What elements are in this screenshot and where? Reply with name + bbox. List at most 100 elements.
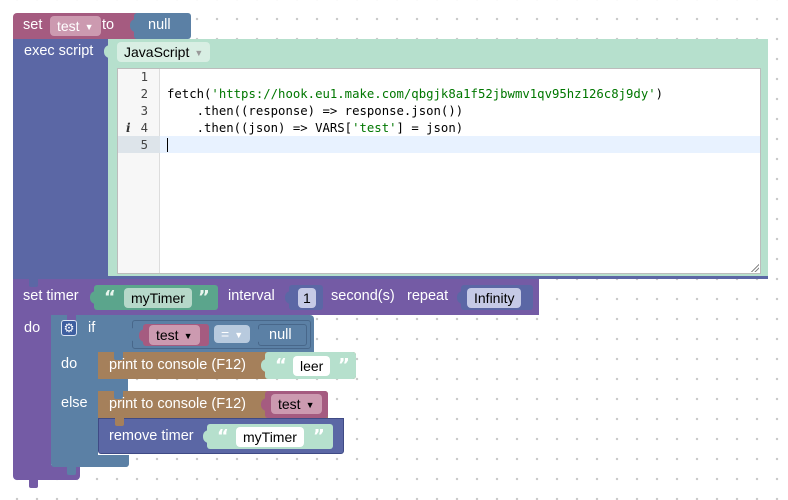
set-timer-label: set timer bbox=[23, 288, 79, 304]
interval-number-block[interactable]: 1 bbox=[285, 285, 323, 310]
code-text: .then((json) => VARS['test'] = json) bbox=[167, 121, 464, 135]
code-string: 'test' bbox=[352, 121, 397, 135]
language-name: JavaScript bbox=[124, 44, 190, 60]
close-quote-icon: ” bbox=[198, 287, 210, 308]
timer-name-block[interactable]: “ myTimer ” bbox=[90, 285, 218, 310]
text-field[interactable]: leer bbox=[293, 356, 331, 376]
print-label: print to console (F12) bbox=[109, 357, 247, 373]
if-block[interactable]: ⚙ if test▼ =▼ null bbox=[51, 315, 314, 352]
open-quote-icon: “ bbox=[275, 355, 287, 376]
code-row-3: 3 .then((response) => response.json()) bbox=[118, 103, 758, 120]
line-number: 5 bbox=[140, 138, 148, 152]
seconds-label: second(s) bbox=[331, 288, 395, 304]
code-token: ) bbox=[655, 87, 664, 101]
variable-dropdown-test[interactable]: test ▼ bbox=[50, 16, 101, 36]
input-connector-icon bbox=[130, 19, 136, 32]
resize-handle-icon[interactable] bbox=[750, 263, 759, 272]
null-value: null bbox=[148, 17, 171, 33]
line-number: 1 bbox=[140, 70, 148, 84]
null-value: null bbox=[269, 327, 292, 343]
variable-get-block[interactable]: test▼ bbox=[139, 324, 209, 346]
operator-dropdown[interactable]: =▼ bbox=[214, 325, 251, 343]
open-quote-icon: “ bbox=[104, 287, 116, 308]
connector-notch bbox=[115, 418, 124, 426]
dropdown-arrow-icon: ▼ bbox=[305, 400, 315, 410]
line-number-gutter bbox=[118, 69, 160, 273]
language-dropdown[interactable]: JavaScript ▼ bbox=[117, 42, 211, 62]
exec-script-block[interactable]: exec script JavaScript▼ 1 2 fetch('https… bbox=[13, 39, 768, 279]
input-connector-icon bbox=[128, 328, 134, 341]
timer-name-field[interactable]: myTimer bbox=[124, 288, 192, 308]
variable-get-block[interactable]: test ▼ bbox=[261, 391, 328, 418]
else-label: else bbox=[61, 395, 88, 411]
variable-name: test bbox=[57, 18, 80, 34]
variable-dropdown-test[interactable]: test ▼ bbox=[271, 394, 322, 414]
connector-notch bbox=[29, 279, 38, 287]
dropdown-arrow-icon: ▼ bbox=[194, 48, 204, 58]
input-connector-icon bbox=[104, 45, 110, 58]
input-connector-icon bbox=[139, 329, 145, 342]
timer-name-block[interactable]: “ myTimer ” bbox=[203, 424, 333, 449]
close-quote-icon: ” bbox=[313, 426, 325, 447]
to-label: to bbox=[102, 17, 115, 33]
print-console-block[interactable]: print to console (F12) test ▼ bbox=[98, 391, 328, 418]
connector-notch bbox=[114, 352, 123, 360]
connector-notch bbox=[114, 391, 123, 399]
repeat-field[interactable]: Infinity bbox=[467, 288, 522, 308]
code-editor[interactable]: 1 2 fetch('https://hook.eu1.make.com/qbg… bbox=[117, 68, 761, 274]
interval-field[interactable]: 1 bbox=[298, 288, 316, 308]
print-label: print to console (F12) bbox=[109, 396, 247, 412]
code-string: 'https://hook.eu1.make.com/qbgjk8a1f52jb… bbox=[211, 87, 656, 101]
active-gutter-highlight bbox=[118, 136, 160, 153]
timer-name-value: myTimer bbox=[131, 290, 185, 306]
line-number: 4 bbox=[140, 121, 148, 135]
timer-name-value: myTimer bbox=[243, 429, 297, 445]
active-line-highlight bbox=[118, 136, 760, 153]
timer-block-bottom bbox=[13, 465, 80, 488]
connector-tab bbox=[29, 480, 38, 488]
repeat-value-block[interactable]: Infinity bbox=[457, 285, 533, 310]
info-marker-icon: i bbox=[126, 121, 131, 135]
null-value-block[interactable]: null bbox=[254, 324, 307, 346]
print-console-block[interactable]: print to console (F12) “ leer ” bbox=[98, 352, 356, 379]
connector-notch bbox=[67, 315, 76, 323]
input-connector-icon bbox=[261, 359, 267, 372]
code-row-4: i 4 .then((json) => VARS['test'] = json) bbox=[118, 120, 758, 137]
repeat-label: repeat bbox=[407, 288, 449, 304]
input-connector-icon bbox=[285, 291, 291, 304]
input-connector-icon bbox=[261, 398, 267, 411]
code-text: .then((response) => response.json()) bbox=[167, 104, 464, 118]
set-label: set bbox=[23, 17, 43, 33]
text-value: leer bbox=[300, 358, 324, 374]
gear-icon[interactable]: ⚙ bbox=[61, 320, 77, 336]
connector-tab bbox=[67, 467, 76, 475]
timer-name-field[interactable]: myTimer bbox=[236, 427, 304, 447]
text-cursor bbox=[167, 138, 168, 152]
set-variable-block[interactable]: set test ▼ to null bbox=[13, 13, 191, 39]
dropdown-arrow-icon: ▼ bbox=[84, 22, 94, 32]
close-quote-icon: ” bbox=[338, 355, 350, 376]
if-block-bottom bbox=[51, 455, 129, 475]
set-timer-block[interactable]: set timer “ myTimer ” interval 1 second(… bbox=[13, 279, 539, 315]
code-row-5: 5 bbox=[118, 137, 758, 154]
script-frame: JavaScript ▼ 1 2 fetch('https://hook.eu1.… bbox=[104, 39, 768, 276]
code-token: ] = json) bbox=[396, 121, 464, 135]
timer-do-arm: do bbox=[13, 315, 51, 465]
timer-do-label: do bbox=[24, 320, 41, 336]
if-else-divider bbox=[98, 379, 128, 391]
variable-dropdown-test[interactable]: test▼ bbox=[149, 325, 200, 345]
variable-name: test bbox=[278, 396, 301, 412]
dropdown-arrow-icon: ▼ bbox=[183, 331, 193, 341]
interval-value: 1 bbox=[303, 290, 311, 306]
if-do-label: do bbox=[61, 356, 78, 372]
code-row-1: 1 bbox=[118, 69, 758, 86]
null-value-block[interactable]: null bbox=[130, 13, 191, 39]
text-value-block[interactable]: “ leer ” bbox=[261, 352, 356, 379]
open-quote-icon: “ bbox=[217, 426, 229, 447]
remove-timer-block[interactable]: remove timer “ myTimer ” bbox=[98, 418, 344, 454]
code-row-2: 2 fetch('https://hook.eu1.make.com/qbgjk… bbox=[118, 86, 758, 103]
code-token: .then((json) => VARS[ bbox=[167, 121, 353, 135]
input-connector-icon bbox=[90, 291, 96, 304]
compare-block[interactable]: test▼ =▼ null bbox=[128, 320, 311, 349]
interval-label: interval bbox=[228, 288, 275, 304]
